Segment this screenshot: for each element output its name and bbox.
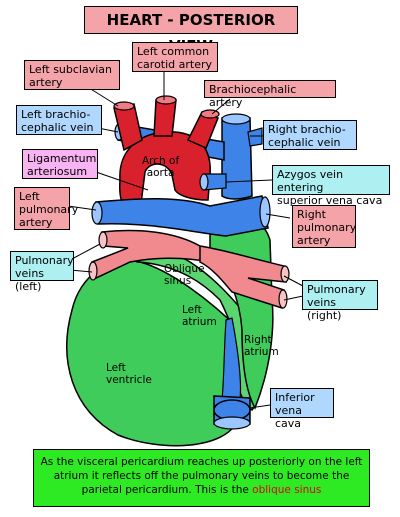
label-left-brachiocephalic-vein: Left brachio- cephalic vein — [16, 105, 102, 135]
label-brachiocephalic-artery: Brachiocephalic artery — [204, 80, 336, 109]
left-common-carotid-shape — [153, 99, 177, 137]
note-text: As the visceral pericardium reaches up p… — [40, 456, 363, 496]
part-label-left-atrium: Left atrium — [182, 304, 217, 328]
label-ligamentum-arteriosum: Ligamentum arteriosum — [22, 149, 98, 179]
label-right-brachiocephalic-vein: Right brachio- cephalic vein — [263, 120, 357, 150]
pulmonary-veins-right-shape — [199, 245, 287, 309]
part-label-arch-of-aorta: Arch of aorta — [142, 155, 180, 179]
part-label-oblique-sinus: Oblique sinus — [164, 263, 205, 287]
label-left-common-carotid-artery: Left common carotid artery — [132, 42, 218, 72]
brachiocephalic-artery-shape — [186, 111, 219, 150]
label-right-pulmonary-artery: Right pulmonary artery — [292, 205, 356, 248]
left-subclavian-artery-shape — [113, 103, 143, 152]
superior-vena-cava-shape — [221, 117, 253, 200]
label-left-subclavian-artery: Left subclavian artery — [24, 60, 120, 90]
oblique-sinus-note: As the visceral pericardium reaches up p… — [33, 449, 370, 507]
left-ventricle-shape — [66, 260, 243, 447]
label-inferior-vena-cava: Inferior vena cava — [270, 388, 334, 430]
diagram-title: HEART - POSTERIOR VIEW — [84, 6, 298, 55]
pointer-lines — [67, 70, 304, 409]
part-label-left-ventricle: Left ventricle — [106, 362, 152, 386]
label-pulmonary-veins-left: Pulmonary veins (left) — [10, 251, 74, 293]
left-pulmonary-artery-shape — [95, 195, 269, 237]
label-pulmonary-veins-right: Pulmonary veins (right) — [302, 280, 378, 322]
note-highlight: oblique sinus — [252, 484, 322, 496]
part-label-right-atrium: Right atrium — [244, 334, 279, 358]
label-left-pulmonary-artery: Left pulmonary artery — [14, 187, 78, 230]
label-azygos-vein: Azygos vein entering superior vena cava — [272, 165, 390, 207]
